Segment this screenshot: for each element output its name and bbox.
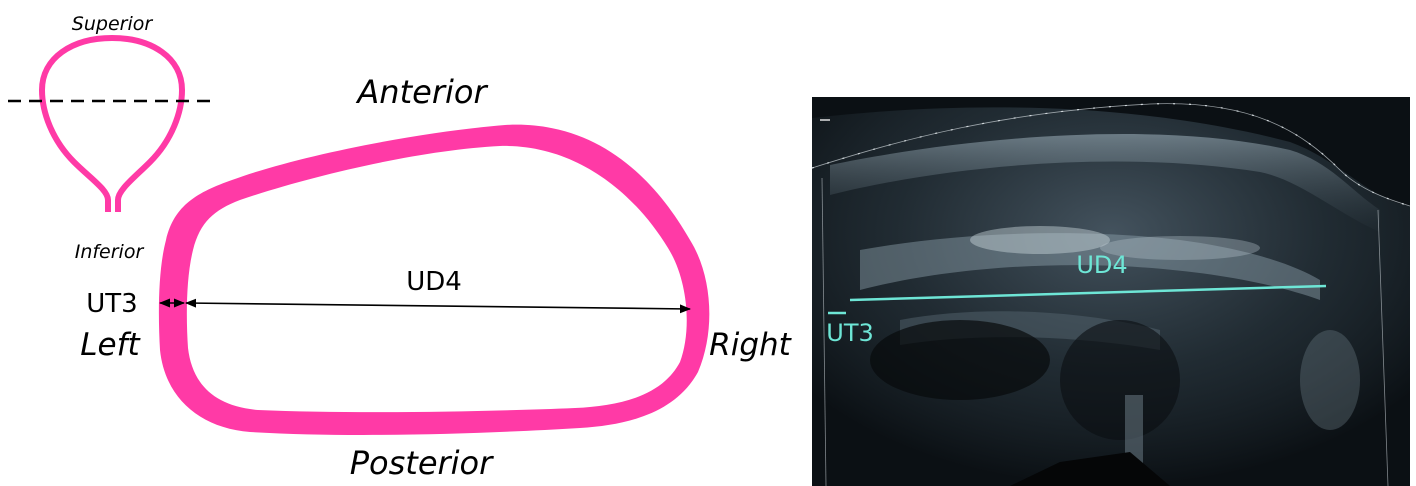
ud4-diameter-arrow	[186, 303, 690, 309]
right-label: Right	[709, 327, 792, 363]
ultrasound-ut3-label: UT3	[826, 319, 874, 347]
uterus-cross-section: Anterior Posterior Left Right UT3 UD4	[80, 73, 792, 482]
ultrasound-ud4-label: UD4	[1076, 251, 1127, 279]
ultrasound-image: UD4 UT3	[812, 97, 1410, 486]
ud4-label: UD4	[406, 267, 462, 297]
left-label: Left	[80, 327, 141, 363]
anterior-label: Anterior	[355, 73, 488, 111]
superior-label: Superior	[72, 13, 154, 35]
inferior-label: Inferior	[75, 241, 145, 263]
uterus-sagittal-outline	[42, 38, 182, 212]
posterior-label: Posterior	[350, 444, 494, 482]
ut3-label: UT3	[86, 289, 137, 319]
